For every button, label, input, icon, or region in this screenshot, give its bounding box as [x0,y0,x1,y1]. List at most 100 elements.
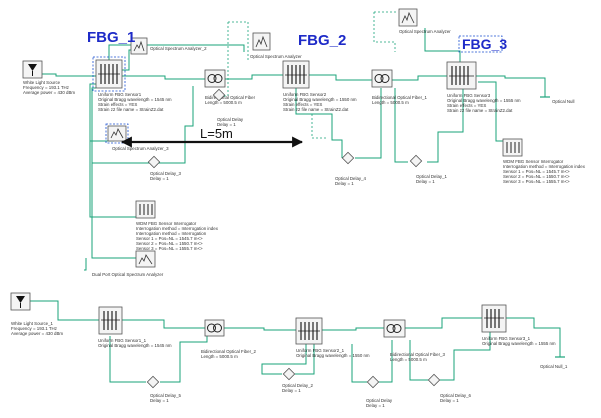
fbg3-label-1: Original Bragg wavelength = 1555 nm [447,98,521,103]
optical-delay-5[interactable]: Optical Delay_5 Delay = 1 [146,375,182,403]
wdm-right-label-2: Sensor 1 = Pos=NL = 1545.7 m<> [503,169,570,174]
fbg1-selection [92,56,126,92]
osa-top-right-label: Optical Spectrum Analyzer [399,29,451,34]
fbg3-1-label-1: Original Bragg wavelength = 1555 nm [482,341,556,346]
fbg3-label-3: Strain z2 file name = StrainZ2.dat [447,108,513,113]
fbg-sensor-3-1[interactable]: Uniform FBG Sensor3_1 Original Bragg wav… [481,304,556,346]
fbg1-label-0: Uniform FBG Sensor1 [98,92,142,97]
white-light-source[interactable]: White Light Source Frequency = 193.1 THz… [22,60,75,95]
optical-delay-3[interactable]: Optical Delay_3 Delay = 1 [147,155,182,181]
fbg-sensor-3[interactable]: Uniform FBG Sensor3 Original Bragg wavel… [446,61,521,113]
fiber3-label-0: Bidirectional Optical Fiber_3 [390,352,445,357]
osa-3[interactable]: Optical Spectrum Analyzer_3 [107,125,169,151]
distance-label: L=5m [200,126,233,141]
osa3-selection [105,123,129,144]
optical-delay-6[interactable]: Optical Delay_6 Delay = 1 [427,373,472,403]
optical-null-1[interactable]: Optical Null_1 [540,352,568,369]
fbg2-label-0: Uniform FBG Sensor2 [283,92,327,97]
fbg-sensor-2[interactable]: Uniform FBG Sensor2 Original Bragg wavel… [282,60,357,112]
fbg2-label-2: Strain effects = YES [283,102,322,107]
wdm-left-label-5: Sensor 3 = Pos=NL = 1555.7 m<> [136,246,203,251]
fbg1-label-3: Strain z2 file name = StrainZ2.dat [98,107,164,112]
fiber3-label-1: Length = 5000.5 m [390,357,427,362]
bidirectional-fiber-2[interactable]: Bidirectional Optical Fiber_1 Length = 5… [371,69,427,105]
delay5-label-1: Delay = 1 [150,398,169,403]
dual-osa-label: Dual Port Optical Spectrum Analyzer [92,272,164,277]
wls1-label-2: Average power = 430 dBm [11,331,63,336]
fbg1-label-1: Original Bragg wavelength = 1545 nm [98,97,172,102]
fbg2-label-3: Strain z2 file name = StrainZ2.dat [283,107,349,112]
optical-null-label: Optical Null [552,99,574,104]
fbg3-title-selection [458,35,503,53]
delay6-label-0: Optical Delay_6 [440,393,472,398]
fbg1-title: FBG_1 [87,29,135,46]
wdm-left-label-2: Interrogation method = Interrogation [136,231,207,236]
bottom-wires [30,300,561,383]
wdm-right-label-1: Interrogation method = Interrogation ind… [503,164,586,169]
fbg-sensor-1-1[interactable]: Uniform FBG Sensor1_1 Original Bragg wav… [98,306,172,348]
fbg1-1-label-0: Uniform FBG Sensor1_1 [98,338,147,343]
wdm-left-label-4: Sensor 2 = Pos=NL = 1550.7 m<> [136,241,203,246]
bidirectional-fiber-2-bottom[interactable]: Bidirectional Optical Fiber_2 Length = 5… [201,319,256,359]
optical-delay-2[interactable]: Optical Delay_2 Delay = 1 [282,367,314,393]
wls-label-1: Frequency = 193.1 THz [23,85,69,90]
wdm-left-label-3: Sensor 1 = Pos=NL = 1545.7 m<> [136,236,203,241]
delay4-label-1: Delay = 1 [335,181,354,186]
wdm-right-label-3: Sensor 2 = Pos=NL = 1550.7 m<> [503,174,570,179]
optical-delay-7[interactable]: Optical Delay Delay = 1 [366,375,393,408]
fiber1-label-0: Bidirectional Optical Fiber [205,95,256,100]
optical-delay-mid[interactable]: Optical Delay Delay = 1 [212,88,244,127]
fbg2-title: FBG_2 [298,32,346,49]
osa-top-label: Optical Spectrum Analyzer [250,54,302,59]
delay-mid-label-1: Delay = 1 [217,122,236,127]
fbg-sensor-2-1[interactable]: Uniform FBG Sensor2_1 Original Bragg wav… [295,317,370,358]
wls-label-0: White Light Source [23,80,61,85]
osa2-label: Optical Spectrum Analyzer_2 [150,46,207,51]
wdm-left-label-1: Interrogation method = Interrogation ind… [136,226,219,231]
fbg3-label-2: Strain effects = YES [447,103,486,108]
delay2-label-0: Optical Delay_2 [282,383,314,388]
fbg-sensor-1[interactable]: Uniform FBG Sensor1 Original Bragg wavel… [95,59,172,112]
delay1-label-1: Delay = 1 [416,179,435,184]
osa-top-right[interactable]: Optical Spectrum Analyzer [398,8,451,34]
delay-mid-label-0: Optical Delay [217,117,244,122]
wdm-right-label-4: Sensor 3 = Pos=NL = 1555.7 m<> [503,179,570,184]
osa-2[interactable]: Optical Spectrum Analyzer_2 [130,37,207,55]
top-wires [42,11,546,271]
fiber-b2-label-1: Length = 5000.5 m [201,354,238,359]
fbg2-label-1: Original Bragg wavelength = 1550 nm [283,97,357,102]
delay6-label-1: Delay = 1 [440,398,459,403]
delay5-label-0: Optical Delay_5 [150,393,182,398]
wls1-label-1: Frequency = 193.1 THz [11,326,57,331]
optical-null[interactable]: Optical Null [540,92,574,104]
optical-null-1-label: Optical Null_1 [540,364,568,369]
white-light-source-1[interactable]: White Light Source_1 Frequency = 193.1 T… [10,292,63,336]
delay7-label-1: Delay = 1 [366,403,385,408]
wdm-interrogator-right[interactable]: WDM FBG Sensor Interrogator Interrogatio… [502,138,586,184]
delay1-label-0: Optical Delay_1 [416,174,448,179]
fbg2-1-label-1: Original Bragg wavelength = 1550 nm [296,353,370,358]
fiber2-label-1: Length = 5000.5 m [372,100,409,105]
fiber2-label-0: Bidirectional Optical Fiber_1 [372,95,427,100]
osa-top[interactable]: Optical Spectrum Analyzer [250,32,302,59]
fbg3-1-label-0: Uniform FBG Sensor3_1 [482,336,531,341]
bidirectional-fiber-1[interactable]: Bidirectional Optical Fiber Length = 500… [204,69,256,105]
optical-delay-1[interactable]: Optical Delay_1 Delay = 1 [409,154,448,184]
delay4-label-0: Optical Delay_4 [335,176,367,181]
bidirectional-fiber-3[interactable]: Bidirectional Optical Fiber_3 Length = 5… [383,319,445,362]
osa3-label: Optical Spectrum Analyzer_3 [112,146,169,151]
wdm-left-label-0: WDM FBG Sensor Interrogator [136,221,197,226]
delay3-label-0: Optical Delay_3 [150,171,182,176]
fiber-b2-label-0: Bidirectional Optical Fiber_2 [201,349,256,354]
dual-port-osa[interactable]: Dual Port Optical Spectrum Analyzer [92,250,164,277]
fbg3-title: FBG_3 [462,36,507,52]
fiber1-label-1: Length = 5000.5 m [205,100,242,105]
wls1-label-0: White Light Source_1 [11,321,54,326]
fbg1-label-2: Strain effects = YES [98,102,137,107]
fbg2-1-label-0: Uniform FBG Sensor2_1 [296,348,345,353]
wdm-interrogator-left[interactable]: WDM FBG Sensor Interrogator Interrogatio… [135,200,219,251]
optical-delay-4[interactable]: Optical Delay_4 Delay = 1 [335,151,367,186]
fbg3-label-0: Uniform FBG Sensor3 [447,93,491,98]
delay3-label-1: Delay = 1 [150,176,169,181]
